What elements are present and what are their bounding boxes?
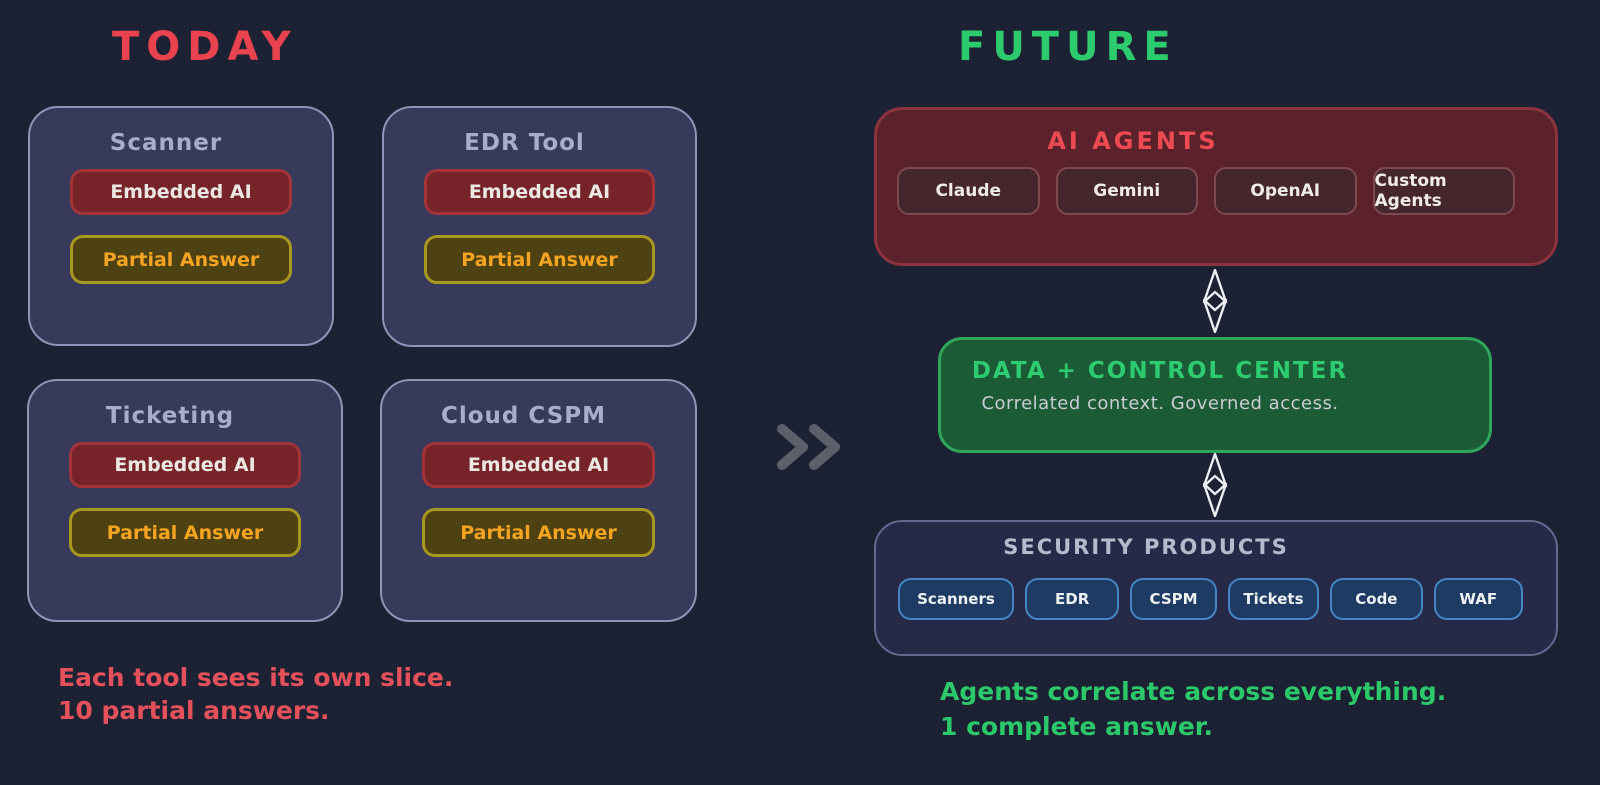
partial-answer-chip: Partial Answer (70, 235, 292, 284)
agent-pill-openai: OpenAI (1214, 167, 1357, 215)
product-pill-scanners: Scanners (898, 578, 1014, 620)
today-caption-line-2: 10 partial answers. (58, 696, 330, 725)
tool-card-title: Ticketing (105, 403, 235, 429)
agent-pill-custom-agents: Custom Agents (1372, 167, 1515, 215)
security-products-box: SECURITY PRODUCTS Scanners EDR CSPM Tick… (874, 520, 1558, 656)
agents-row: Claude Gemini OpenAI Custom Agents (897, 167, 1515, 215)
product-pill-cspm: CSPM (1130, 578, 1217, 620)
tool-card-ticketing: Ticketing Embedded AI Partial Answer (27, 379, 343, 622)
tool-card-title: Scanner (109, 130, 223, 156)
ai-agents-box: AI AGENTS Claude Gemini OpenAI Custom Ag… (874, 107, 1558, 266)
data-control-center-box: DATA + CONTROL CENTER Correlated context… (938, 337, 1492, 453)
tool-card-cloud-cspm: Cloud CSPM Embedded AI Partial Answer (380, 379, 697, 622)
today-caption-line-1: Each tool sees its own slice. (58, 663, 454, 692)
products-row: Scanners EDR CSPM Tickets Code WAF (898, 578, 1523, 620)
partial-answer-chip: Partial Answer (424, 235, 655, 284)
tool-card-edr-tool: EDR Tool Embedded AI Partial Answer (382, 106, 697, 347)
security-products-title: SECURITY PRODUCTS (1003, 535, 1289, 559)
today-caption: Each tool sees its own slice. 10 partial… (58, 661, 453, 727)
tool-card-scanner: Scanner Embedded AI Partial Answer (28, 106, 334, 346)
agent-pill-gemini: Gemini (1055, 167, 1198, 215)
future-caption-line-1: Agents correlate across everything. (940, 677, 1447, 706)
tool-card-title: EDR Tool (464, 130, 585, 156)
future-caption-line-2: 1 complete answer. (940, 712, 1214, 741)
ai-agents-title: AI AGENTS (1047, 127, 1219, 155)
embedded-ai-chip: Embedded AI (424, 169, 655, 215)
forward-chevrons-icon (777, 424, 840, 470)
embedded-ai-chip: Embedded AI (70, 169, 292, 215)
today-title: TODAY (112, 24, 298, 70)
embedded-ai-chip: Embedded AI (69, 442, 301, 488)
double-arrow-agents-datacenter-icon (1202, 269, 1228, 333)
data-control-center-title: DATA + CONTROL CENTER (971, 358, 1349, 384)
partial-answer-chip: Partial Answer (422, 508, 655, 557)
agent-pill-claude: Claude (897, 167, 1040, 215)
embedded-ai-chip: Embedded AI (422, 442, 655, 488)
product-pill-edr: EDR (1024, 578, 1120, 620)
product-pill-waf: WAF (1433, 578, 1523, 620)
tool-card-title: Cloud CSPM (440, 403, 607, 429)
partial-answer-chip: Partial Answer (69, 508, 301, 557)
future-title: FUTURE (958, 24, 1178, 70)
product-pill-code: Code (1330, 578, 1423, 620)
product-pill-tickets: Tickets (1227, 578, 1320, 620)
double-arrow-datacenter-security-icon (1202, 453, 1228, 517)
future-caption: Agents correlate across everything. 1 co… (940, 674, 1446, 744)
data-control-center-subtitle: Correlated context. Governed access. (981, 393, 1339, 414)
